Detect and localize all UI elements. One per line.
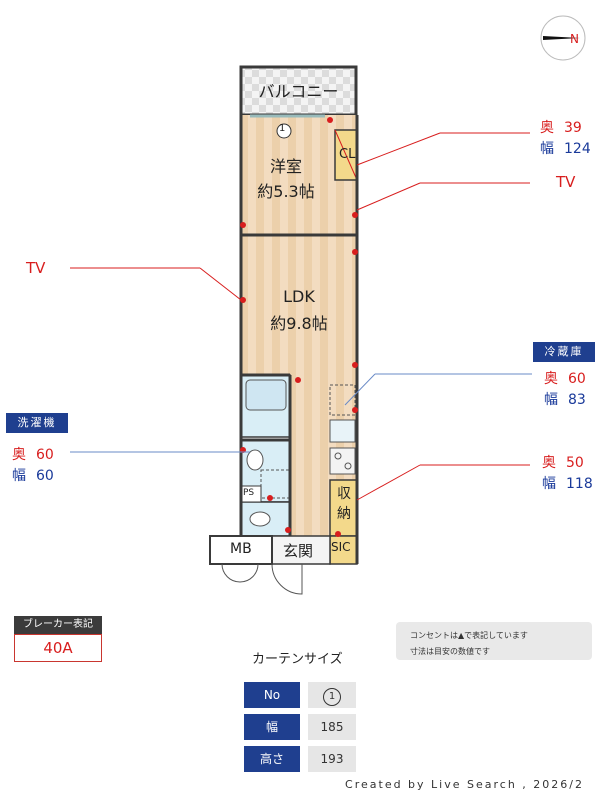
- outlet-markers: [240, 117, 358, 537]
- closet-label: CL: [339, 147, 356, 162]
- stove: [329, 447, 356, 475]
- fridge-space: [329, 384, 356, 416]
- ldk-floor: [241, 235, 357, 375]
- curtain-val-height: 193: [308, 746, 356, 772]
- leader-lines: [70, 132, 532, 501]
- walls: [239, 115, 359, 564]
- curtain-key-height: 高さ: [244, 746, 300, 772]
- ldk-size: 約9.8帖: [270, 314, 328, 333]
- compass-icon: [540, 15, 586, 61]
- window-marker-label: 1: [279, 123, 286, 134]
- window-marker: [276, 123, 292, 139]
- balcony-label: バルコニー: [258, 82, 339, 101]
- fridge-title: 冷蔵庫: [533, 342, 595, 362]
- credit-text: Created by Live Search , 2026/2: [345, 778, 584, 791]
- western-room-size: 約5.3帖: [257, 182, 315, 201]
- ldk-label: LDK: [283, 287, 315, 306]
- mb-door-right: [239, 563, 259, 583]
- bathtub: [245, 379, 287, 411]
- ps-label: PS: [243, 488, 255, 498]
- corridor-floor: [290, 480, 330, 540]
- washer-title: 洗濯機: [6, 413, 68, 433]
- curtain-key-no: No: [244, 682, 300, 708]
- toilet: [249, 511, 271, 527]
- compass-north: N: [570, 32, 579, 46]
- entrance: [271, 535, 331, 565]
- sink: [246, 449, 264, 471]
- mb-door-left: [221, 563, 241, 583]
- curtain-val-width: 185: [308, 714, 356, 740]
- western-room-label: 洋室: [269, 157, 302, 176]
- kitchen-sink: [329, 419, 356, 443]
- curtain-key-width: 幅: [244, 714, 300, 740]
- curtain-val-no: 1: [308, 682, 356, 708]
- breaker-value: 40A: [14, 634, 102, 662]
- tv-label-left: TV: [26, 259, 46, 277]
- note-dimensions: 寸法は目安の数値です: [410, 647, 490, 656]
- sic-label: SIC: [331, 540, 351, 554]
- breaker-title: ブレーカー表記: [14, 616, 102, 634]
- curtain-title: カーテンサイズ: [252, 652, 343, 667]
- mb-label: MB: [230, 541, 252, 557]
- note-outlet: コンセントは▲で表記しています: [410, 631, 528, 640]
- storage-label: 収納: [337, 486, 351, 522]
- tv-label-right: TV: [556, 173, 576, 191]
- entrance-label: 玄関: [283, 542, 314, 560]
- entrance-door: [271, 563, 303, 595]
- legend-note: コンセントは▲で表記しています 寸法は目安の数値です: [396, 622, 592, 660]
